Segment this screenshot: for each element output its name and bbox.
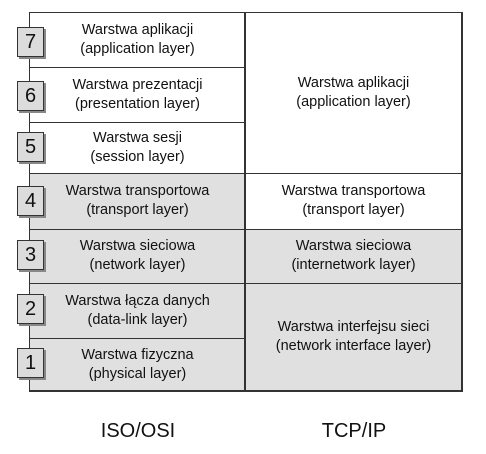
tcpip-transport-layer: Warstwa transportowa (transport layer) [245, 173, 462, 229]
tcpip-network-interface-layer: Warstwa interfejsu sieci (network interf… [245, 283, 462, 391]
osi-divider-6-5 [29, 122, 245, 123]
osi-layer-2-number: 2 [17, 294, 44, 324]
osi-layer-4: Warstwa transportowa (transport layer) [30, 173, 245, 229]
osi-layer-3-name: Warstwa sieciowa [79, 238, 196, 254]
tcpip-internetwork-layer-english: (internetwork layer) [291, 257, 416, 273]
osi-layer-1-english: (physical layer) [88, 365, 187, 382]
tcpip-application-layer: Warstwa aplikacji (application layer) [245, 13, 462, 173]
osi-layer-3-number: 3 [17, 240, 44, 270]
tcpip-column-title: TCP/IP [321, 420, 387, 442]
border-top [29, 12, 463, 13]
osi-layer-2-english: (data-link layer) [87, 311, 188, 328]
osi-layer-4-english: (transport layer) [86, 202, 189, 218]
tcpip-internetwork-layer-name: Warstwa sieciowa [295, 238, 412, 254]
osi-layer-1-number: 1 [17, 348, 44, 378]
osi-divider-7-6 [29, 67, 245, 68]
osi-divider-2-1 [29, 338, 245, 339]
osi-layer-1: Warstwa fizyczna (physical layer) [30, 338, 245, 391]
border-right [461, 12, 463, 392]
osi-layer-6-number: 6 [17, 81, 44, 111]
divider-3-2 [29, 283, 463, 284]
osi-layer-4-name: Warstwa transportowa [65, 183, 210, 199]
tcpip-application-layer-english: (application layer) [296, 94, 411, 110]
osi-layer-5: Warstwa sesji (session layer) [30, 123, 245, 173]
osi-layer-5-english: (session layer) [90, 149, 185, 165]
osi-layer-5-name: Warstwa sesji [93, 130, 182, 146]
osi-layer-6-name: Warstwa prezentacji [72, 77, 203, 93]
osi-layer-3-english: (network layer) [89, 257, 186, 273]
tcpip-transport-layer-name: Warstwa transportowa [281, 183, 426, 199]
tcpip-application-layer-name: Warstwa aplikacji [297, 75, 410, 91]
tcpip-network-interface-layer-name: Warstwa interfejsu sieci [277, 319, 430, 335]
osi-layer-2: Warstwa łącza danych (data-link layer) [30, 283, 245, 338]
osi-layer-7-english: (application layer) [80, 41, 195, 57]
osi-layer-3: Warstwa sieciowa (network layer) [30, 229, 245, 283]
tcpip-transport-layer-english: (transport layer) [302, 202, 405, 218]
osi-layer-4-number: 4 [17, 186, 44, 216]
osi-column-title: ISO/OSI [100, 420, 176, 442]
osi-layer-6-english: (presentation layer) [75, 96, 200, 112]
osi-layer-7-number: 7 [17, 27, 44, 57]
border-bottom [29, 390, 463, 392]
tcpip-internetwork-layer: Warstwa sieciowa (internetwork layer) [245, 229, 462, 283]
tcpip-network-interface-layer-english: (network interface layer) [275, 338, 432, 354]
osi-layer-7-name: Warstwa aplikacji [81, 22, 194, 38]
column-divider [244, 12, 246, 392]
divider-4-3 [29, 229, 463, 230]
osi-layer-6: Warstwa prezentacji (presentation layer) [30, 67, 245, 123]
osi-layer-5-number: 5 [17, 132, 44, 162]
osi-layer-7: Warstwa aplikacji (application layer) [30, 13, 245, 67]
osi-layer-2-name: Warstwa łącza danych [65, 292, 210, 309]
divider-5-4 [29, 173, 463, 174]
osi-layer-1-name: Warstwa fizyczna [81, 346, 194, 363]
